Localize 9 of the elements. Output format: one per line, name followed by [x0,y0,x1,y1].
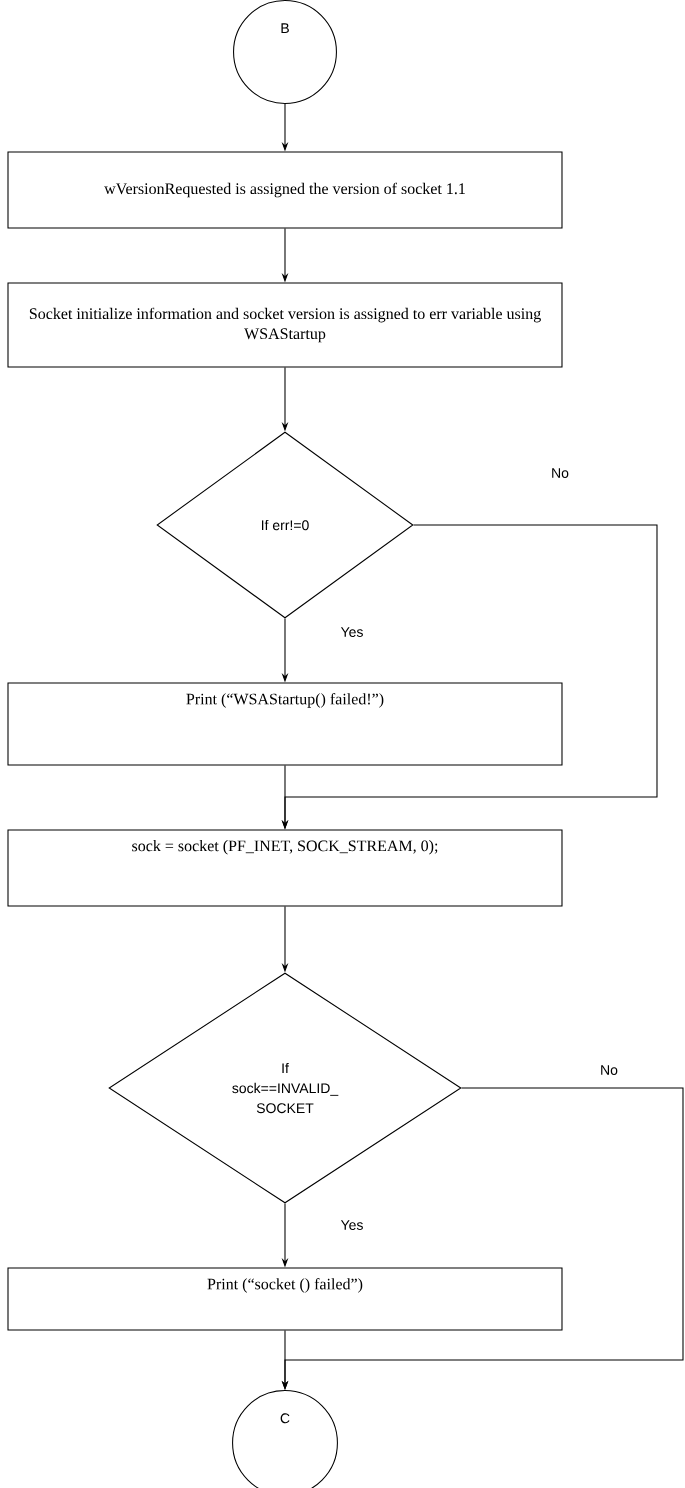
process-box: wVersionRequested is assigned the version of socket 1.1 [7,151,563,229]
process-box: Print (“socket () failed”) [7,1267,563,1331]
edge-label: No [598,1063,620,1077]
process-box: Print (“WSAStartup() failed!”) [7,682,563,766]
edge-label: Yes [339,625,365,639]
edge-label: Yes [339,1218,365,1232]
process-box: Socket initialize information and socket version is assigned to err variable using WSAStartup [7,282,563,368]
process-box: sock = socket (PF_INET, SOCK_STREAM, 0); [7,829,563,907]
edge-label: No [549,466,571,480]
